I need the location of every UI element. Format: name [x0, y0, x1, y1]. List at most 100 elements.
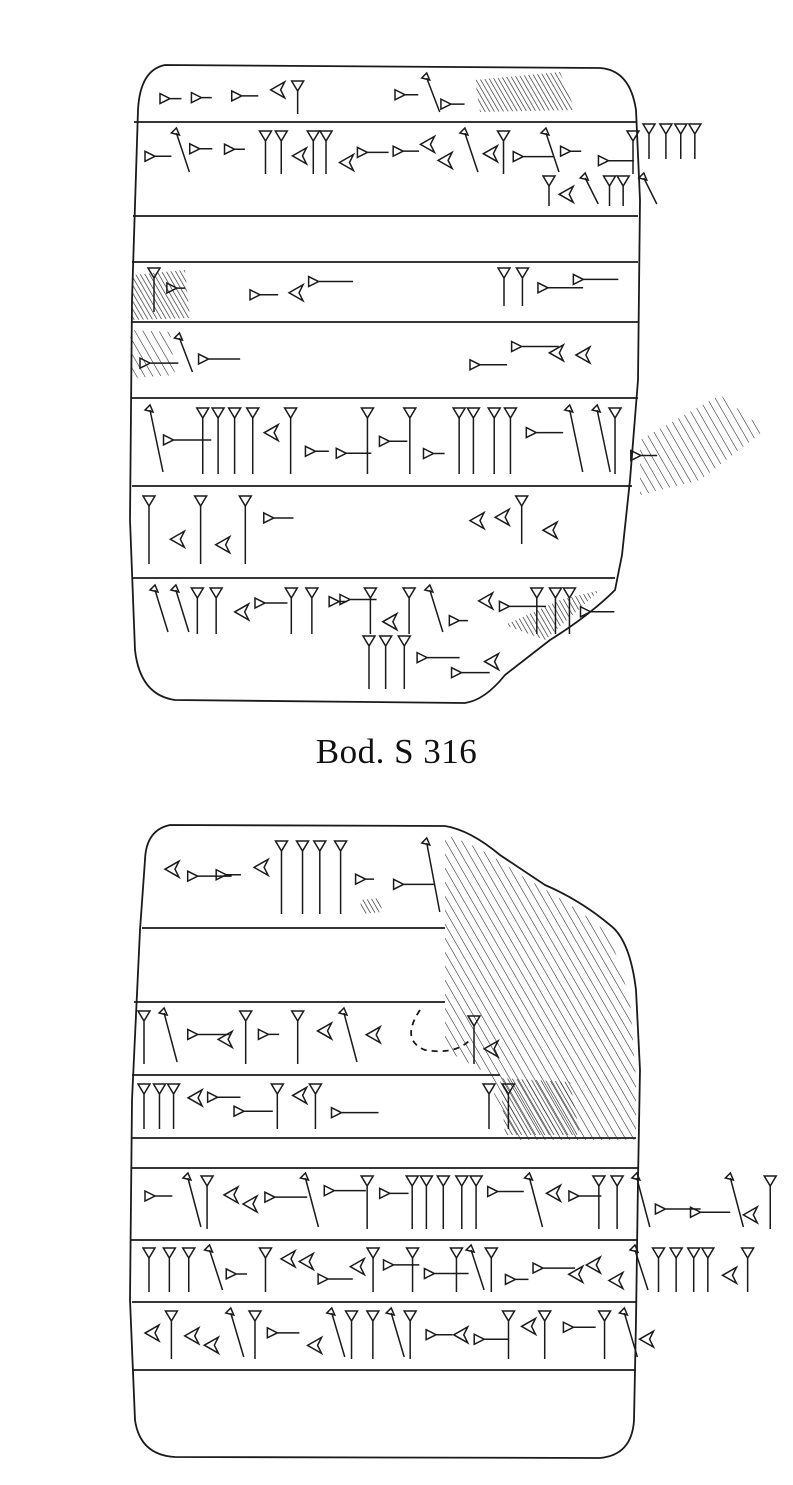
- wedge-horizontal: [498, 600, 546, 613]
- wedge-horizontal: [512, 150, 554, 163]
- wedge-horizontal: [257, 1028, 280, 1041]
- wedge-vertical: [501, 1310, 516, 1359]
- wedge-winkelhaken: [638, 1329, 656, 1350]
- wedge-diagonal: [420, 836, 441, 913]
- wedge-horizontal: [254, 596, 288, 610]
- wedge-vertical: [164, 1310, 179, 1359]
- wedge-vertical: [468, 1175, 484, 1229]
- wedge-winkelhaken: [557, 184, 576, 205]
- wedge-winkelhaken: [544, 1183, 563, 1204]
- obverse-outline: [129, 64, 641, 704]
- wedge-vertical: [404, 1175, 420, 1229]
- wedge-horizontal: [144, 1189, 173, 1203]
- wedge-horizontal: [230, 89, 259, 103]
- wedge-vertical: [607, 407, 623, 474]
- wedge-horizontal: [440, 97, 465, 111]
- obverse-tablet: [129, 64, 765, 704]
- wedge-vertical: [466, 407, 481, 474]
- wedge-winkelhaken: [222, 1185, 240, 1205]
- wedge-vertical: [210, 407, 226, 474]
- wedge-winkelhaken: [741, 1205, 760, 1225]
- wedge-horizontal: [532, 1261, 576, 1275]
- wedge-horizontal: [339, 593, 377, 606]
- wedge-diagonal: [617, 1306, 639, 1358]
- wedge-vertical: [363, 587, 378, 634]
- wedge-horizontal: [510, 340, 559, 353]
- wedge-vertical: [141, 1247, 157, 1292]
- wedge-diagonal: [420, 71, 441, 113]
- wedge-vertical: [740, 1247, 755, 1292]
- wedge-horizontal: [304, 445, 329, 458]
- wedge-horizontal: [382, 1258, 420, 1272]
- wedge-vertical: [401, 587, 417, 634]
- wedge-horizontal: [307, 275, 354, 288]
- wedge-vertical: [152, 1083, 167, 1129]
- wedge-horizontal: [233, 1104, 273, 1118]
- wedge-horizontal: [378, 435, 408, 448]
- wedge-vertical: [419, 1175, 434, 1229]
- wedge-winkelhaken: [541, 520, 559, 541]
- obverse-cuneiform-signs: [139, 71, 703, 689]
- wedge-horizontal: [572, 273, 619, 286]
- wedge-winkelhaken: [547, 342, 566, 363]
- wedge-winkelhaken: [163, 859, 181, 880]
- wedge-vertical: [290, 80, 305, 114]
- wedge-vertical: [283, 407, 298, 474]
- wedge-vertical: [609, 1175, 625, 1229]
- wedge-horizontal: [330, 1106, 379, 1119]
- wedge-vertical: [295, 840, 310, 914]
- wedge-vertical: [359, 1175, 375, 1229]
- wedge-vertical: [686, 1247, 702, 1292]
- wedge-vertical: [687, 123, 703, 159]
- wedge-vertical: [344, 1310, 359, 1359]
- wedge-horizontal: [225, 1267, 248, 1281]
- wedge-vertical: [238, 1010, 254, 1064]
- wedge-vertical: [541, 175, 557, 206]
- wedge-winkelhaken: [720, 1265, 739, 1286]
- wedge-vertical: [365, 1247, 381, 1292]
- wedge-vertical: [162, 1247, 177, 1292]
- wedge-diagonal: [169, 583, 190, 633]
- wedge-diagonal: [630, 1171, 651, 1228]
- wedge-diagonal: [172, 331, 194, 373]
- wedge-vertical: [405, 1247, 420, 1292]
- wedge-horizontal: [630, 449, 658, 462]
- wedge-horizontal: [392, 878, 435, 891]
- wedge-horizontal: [139, 356, 179, 370]
- wedge-vertical: [273, 130, 289, 174]
- wedge-horizontal: [597, 154, 635, 167]
- wedge-horizontal: [356, 146, 389, 159]
- wedge-winkelhaken: [297, 1251, 316, 1272]
- wedge-winkelhaken: [452, 1324, 470, 1345]
- wedge-diagonal: [539, 126, 560, 173]
- wedge-vertical: [360, 407, 375, 474]
- wedge-winkelhaken: [291, 1085, 309, 1106]
- wedge-vertical: [615, 175, 631, 206]
- wedge-winkelhaken: [262, 422, 280, 443]
- wedge-horizontal: [190, 91, 212, 104]
- wedge-vertical: [141, 495, 157, 564]
- wedge-vertical: [308, 1083, 323, 1129]
- wedge-vertical: [514, 495, 530, 544]
- reverse-tablet: [129, 824, 641, 1459]
- wedge-diagonal: [337, 1006, 358, 1063]
- wedge-winkelhaken: [316, 1021, 334, 1041]
- wedge-vertical: [193, 495, 208, 564]
- wedge-vertical: [396, 635, 412, 689]
- wedge-vertical: [274, 840, 289, 914]
- wedge-vertical: [318, 130, 334, 174]
- wedge-horizontal: [264, 1190, 308, 1204]
- wedge-vertical: [245, 407, 261, 474]
- wedge-vertical: [673, 123, 689, 159]
- wedge-vertical: [166, 1083, 181, 1129]
- wedge-winkelhaken: [364, 1024, 382, 1045]
- wedge-vertical: [762, 1175, 778, 1229]
- wedge-horizontal: [450, 666, 490, 679]
- wedge-winkelhaken: [381, 611, 399, 632]
- wedge-horizontal: [425, 1328, 453, 1341]
- reverse-cuneiform-signs: [136, 836, 778, 1359]
- wedge-diagonal: [590, 403, 611, 473]
- wedge-winkelhaken: [186, 1087, 204, 1108]
- wedge-vertical: [199, 1175, 215, 1229]
- wedge-diagonal: [563, 403, 584, 473]
